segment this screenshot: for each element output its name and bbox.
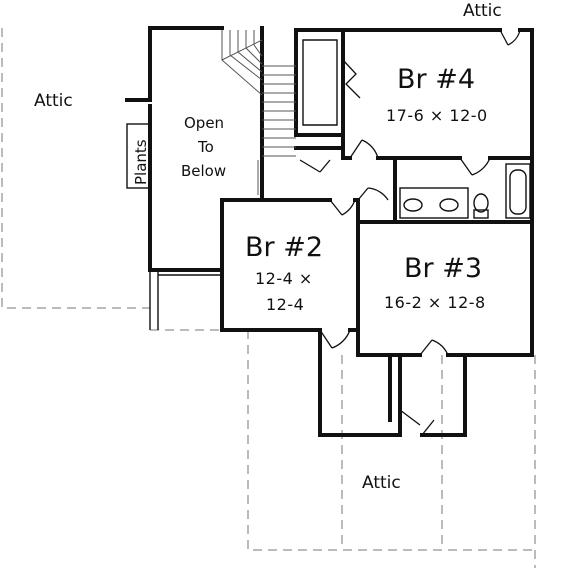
- attic-label-top: Attic: [463, 1, 502, 21]
- plants-ledge: [126, 123, 222, 330]
- attic-label-bottom: Attic: [362, 473, 401, 493]
- br4-name: Br #4: [397, 64, 475, 95]
- plants-label: Plants: [132, 139, 150, 185]
- bathroom-fixtures: [399, 163, 531, 219]
- closet-shelf: [302, 39, 361, 126]
- br2-dims-line1: 12-4 ×: [255, 269, 313, 288]
- open-label-line1: Open: [184, 114, 224, 132]
- br2-dims-line2: 12-4: [266, 295, 304, 314]
- attic-label-left: Attic: [34, 91, 73, 111]
- open-label-line2: To: [197, 138, 214, 156]
- walls: [125, 26, 534, 437]
- br3-name: Br #3: [404, 253, 482, 284]
- br2-name: Br #2: [245, 232, 323, 263]
- br4-dims: 17-6 × 12-0: [386, 106, 488, 125]
- open-label-line3: Below: [181, 162, 226, 180]
- door-swings: [299, 29, 521, 436]
- br3-dims: 16-2 × 12-8: [384, 293, 486, 312]
- staircase: [221, 30, 296, 195]
